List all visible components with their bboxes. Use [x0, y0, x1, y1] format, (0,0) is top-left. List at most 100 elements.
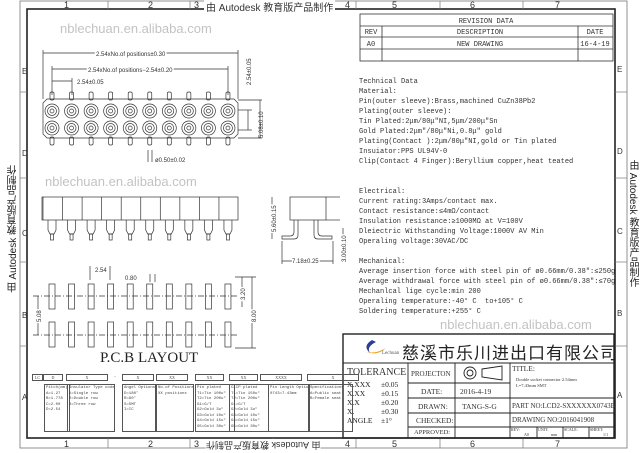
dim-foot-label: 7.18±0.25 [292, 259, 319, 265]
tolerance-row: X.X±0.20 [347, 398, 405, 407]
tolerance-row: X.XX±0.15 [347, 389, 405, 398]
pin-tail [147, 91, 153, 101]
socket-contact [127, 125, 133, 131]
pcb-pad [224, 283, 232, 310]
part-number-field-header: LC [32, 374, 43, 381]
title-line-2: L=7.43mm SMT [516, 383, 547, 388]
pcb-pad [146, 283, 154, 310]
technical-data-line: Electrical: [359, 188, 406, 196]
socket-contact [66, 123, 77, 133]
dim-height-label: 5.60±0.15 [272, 205, 278, 232]
dim-row-pitch-label: 2.54±0.05 [247, 58, 253, 85]
socket-contact [201, 120, 216, 136]
part-number-field-header: D [43, 374, 63, 381]
pin-tip [69, 233, 74, 241]
pin-tip [108, 233, 113, 241]
socket-contact [125, 106, 136, 116]
part-number-field-box: Pin plated T1=Tin 100u" T2=Tin 200u" G1=… [195, 384, 235, 432]
part-number-field-header: X [122, 374, 154, 381]
title-label: TITLE: [512, 364, 535, 373]
part-number-field-header: XX [229, 374, 258, 381]
sheet-value: 1/1 [603, 432, 609, 437]
dim-pin-dia-label: ø0.50±0.02 [155, 158, 186, 164]
pin-tail [88, 91, 94, 101]
socket-contact [161, 103, 177, 119]
dim-overall-label: 2.54xNo.of positions±0.30 [96, 52, 166, 58]
part-number: PART NO:LCD2-SXXXXXX0743B [512, 402, 616, 410]
pcb-dim-total-label: 8.00 [252, 310, 258, 322]
pin-tail [147, 136, 153, 146]
pin-tip [89, 233, 93, 241]
technical-data-line: Mechanical: [359, 258, 406, 266]
socket-contact [47, 106, 57, 116]
technical-data-line: Contact resistance:≤4mΩ/contact [359, 208, 490, 216]
pin-tip [206, 233, 211, 241]
technical-data-line: Dleiectric Withstanding Voltage:1000V AV… [359, 228, 544, 236]
lechuan-logo [366, 340, 386, 354]
row-label: A [617, 391, 623, 400]
socket-contact [181, 120, 197, 136]
tolerance-value: ±0.05 [381, 380, 399, 389]
socket-contact [105, 123, 116, 133]
pcb-pad [87, 321, 95, 348]
connector-body-outline [42, 98, 239, 139]
tolerance-value: ±1° [381, 416, 392, 425]
pin-body [184, 220, 194, 235]
pin-tail [127, 136, 133, 146]
tolerance-value: ±0.30 [381, 407, 399, 416]
pcb-pad [205, 283, 212, 310]
column-label: 5 [392, 0, 397, 10]
technical-data-line: Clip(Contact 4 Finger):Beryllium copper,… [359, 158, 574, 166]
pin-tail [108, 91, 114, 101]
part-number-field-box: Angel Options D=180° R=90° S=SMT I=IC [122, 384, 156, 432]
technical-data-line: Current rating:3Amps/contact max. [359, 198, 498, 206]
pcb-pad [146, 321, 154, 348]
pcb-dim-row-label: 5.08 [37, 310, 43, 322]
column-label: 3 [194, 439, 199, 449]
socket-contact [83, 103, 99, 119]
socket-contact [125, 123, 136, 133]
technical-data-line: Operaling voltage:30VAC/DC [359, 238, 469, 246]
socket-contact [206, 108, 211, 114]
dim-pitch-label: 2.54±0.05 [77, 80, 104, 86]
socket-contact [147, 108, 153, 114]
socket-contact [44, 120, 60, 136]
pcb-pad [165, 321, 173, 348]
title-block [342, 333, 615, 439]
socket-contact [83, 120, 99, 136]
socket-contact [86, 123, 96, 133]
column-label: 5 [392, 439, 397, 449]
pin-tip [147, 233, 152, 241]
projection-label: PROJECTON [411, 370, 451, 378]
row-label: B [22, 311, 27, 320]
socket-contact [69, 125, 74, 131]
socket-contact [142, 120, 158, 136]
scale-label: SCALE: [564, 427, 578, 432]
socket-contact [88, 125, 94, 131]
pin-body [164, 220, 174, 235]
socket-contact [223, 123, 233, 133]
pin-tip [167, 233, 172, 241]
socket-contact [181, 103, 197, 119]
row-label: D [22, 149, 28, 158]
rev-value: A0 [524, 432, 529, 437]
socket-contact [223, 106, 233, 116]
part-number-field-box: Insulator Type code 1=Single row 2=Doubl… [67, 384, 115, 432]
socket-contact [142, 103, 158, 119]
pcb-dim-pitch-label: 2.54 [95, 268, 107, 274]
socket-contact [220, 120, 236, 136]
tolerance-row: ANGLE±1° [347, 416, 405, 425]
column-label: 6 [470, 439, 475, 449]
revision-description: NEW DRAWING [457, 41, 503, 49]
technical-data-line: Tin Plated:2μm/80μ"NI,5μm/200μ"Sn [359, 118, 498, 126]
pin-tail [108, 136, 114, 146]
part-number-field-box: Specifications A=Public seat B=Female se… [308, 384, 353, 432]
logo-text: Lechuan [382, 351, 400, 356]
part-number-field-box: No.of Positions XX positions [156, 384, 194, 432]
pcb-pad [68, 283, 75, 310]
pin-tail [225, 136, 231, 146]
pcb-pad [205, 321, 212, 348]
revision-date: 16-4-19 [580, 41, 609, 49]
pin-body [67, 220, 76, 235]
pin-tip [226, 233, 230, 241]
